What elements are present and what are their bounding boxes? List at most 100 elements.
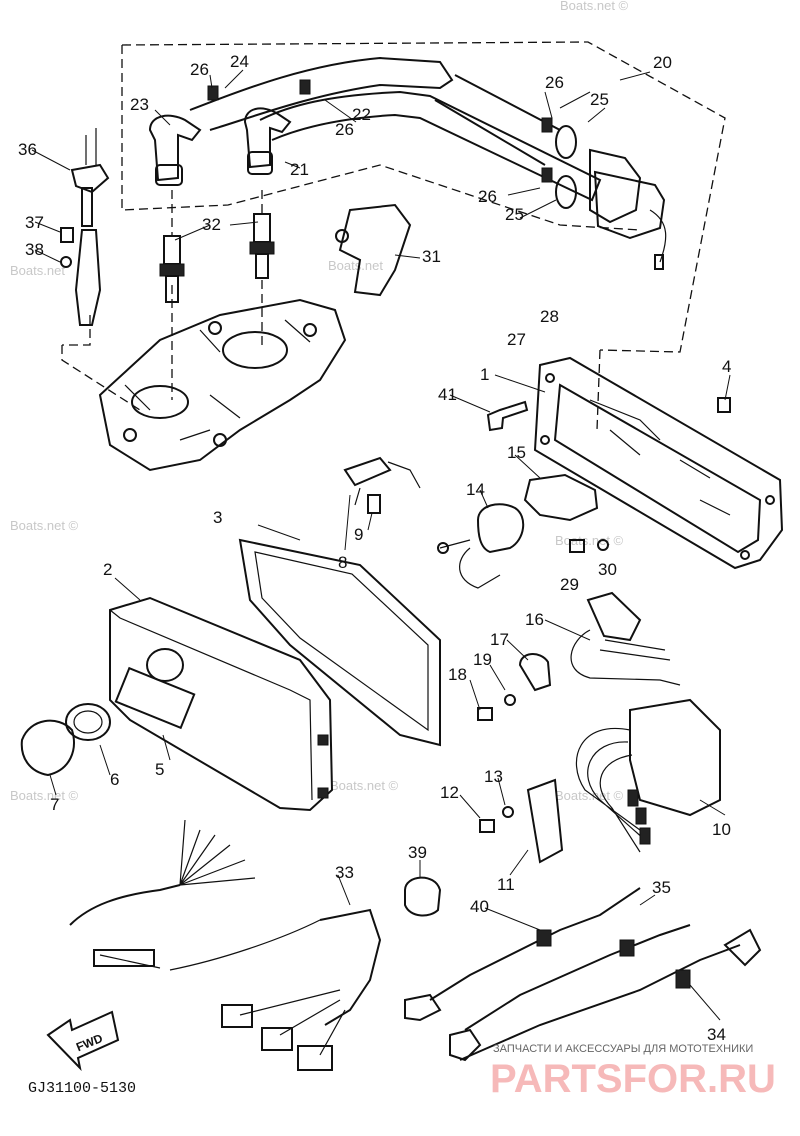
hose-22	[259, 90, 602, 202]
connector	[635, 807, 647, 825]
gasket-3-inner	[254, 551, 429, 732]
callout-label: 21	[290, 160, 309, 179]
spark-plugs-32	[159, 213, 275, 303]
combustion-chamber	[222, 331, 288, 369]
kit-boundary-20	[121, 41, 726, 353]
watermark: Boats.net ©	[10, 788, 79, 803]
relay-14-wire	[439, 539, 501, 589]
harness-branches	[179, 819, 256, 886]
screw-29	[569, 539, 585, 553]
clamp-39	[404, 876, 442, 917]
sensor-36	[70, 163, 110, 194]
cover-2	[109, 596, 334, 812]
cdi-unit-10	[629, 698, 721, 817]
cover-opening	[146, 648, 184, 682]
hose-24	[189, 56, 454, 131]
leader-lines	[31, 69, 731, 1021]
callout-label: 6	[110, 770, 119, 789]
watermark: Boats.net ©	[10, 518, 79, 533]
spark-plug-lead-assembly	[148, 56, 667, 270]
callout-label: 31	[422, 247, 441, 266]
callout-label: 27	[507, 330, 526, 349]
lead-34	[459, 944, 741, 1061]
box-hole	[765, 495, 775, 505]
spark-plug-thread	[165, 275, 179, 303]
coil-terminal	[654, 254, 664, 270]
clamp-26	[207, 85, 219, 101]
callout-label: 25	[590, 90, 609, 109]
brand-tagline: ЗАПЧАСТИ И АКСЕССУАРЫ ДЛЯ МОТОТЕХНИКИ	[493, 1043, 753, 1055]
bolt-hole	[123, 428, 137, 442]
cap	[449, 1028, 482, 1062]
callout-label: 2	[103, 560, 112, 579]
callout-label: 38	[25, 240, 44, 259]
screw-18	[477, 707, 493, 721]
callout-label: 37	[25, 213, 44, 232]
harness-loom	[319, 908, 382, 1026]
boundary-lead	[62, 315, 91, 346]
clamp-26	[541, 117, 553, 133]
callout-label: 14	[466, 480, 485, 499]
diagram-code: GJ31100-5130	[28, 1080, 136, 1097]
callout-label: 7	[50, 795, 59, 814]
plug-cap-23-boot	[155, 164, 183, 186]
callout-label: 10	[712, 820, 731, 839]
spark-plug-hex	[159, 263, 185, 277]
washer-19	[504, 694, 516, 706]
harness-plug	[93, 949, 155, 967]
box-hole	[540, 435, 550, 445]
cap-7	[20, 719, 75, 777]
boundary-lead	[61, 345, 141, 411]
switch-15	[523, 473, 599, 522]
sensor-16-wire	[570, 629, 681, 686]
head-fins	[124, 319, 311, 441]
cylinder-head	[98, 298, 347, 472]
cylinder-head-outline	[98, 298, 347, 472]
callout-label: 41	[438, 385, 457, 404]
ignition-coil	[589, 148, 642, 224]
callout-label: 26	[335, 120, 354, 139]
watermark: Boats.net	[328, 258, 383, 273]
terminal	[437, 542, 449, 554]
combustion-chamber	[131, 385, 189, 419]
callout-label: 24	[230, 52, 249, 71]
harness-lead	[99, 919, 321, 971]
watermark: Boats.net ©	[560, 0, 629, 13]
washer-38	[60, 256, 72, 268]
callout-label: 13	[484, 767, 503, 786]
washer-13	[502, 806, 514, 818]
cover-slot	[317, 787, 329, 799]
cdi-wires	[575, 727, 646, 853]
plug-cap-23	[148, 114, 202, 182]
seal-6-inner	[73, 710, 103, 734]
lead-boot	[675, 969, 691, 989]
spark-leads	[404, 887, 762, 1062]
lead-40	[429, 887, 641, 1001]
harness-connectors	[239, 989, 346, 1056]
clamp-26	[299, 79, 311, 95]
bolt-hole	[213, 433, 227, 447]
callout-label: 33	[335, 863, 354, 882]
bracket-11	[526, 778, 564, 864]
box-hole	[545, 373, 555, 383]
boundary-lead	[171, 190, 263, 400]
sensor-assembly	[60, 128, 110, 326]
box-frame	[553, 383, 762, 554]
harness-main	[69, 884, 181, 926]
terminal-9	[367, 494, 381, 514]
clip-17	[518, 653, 552, 692]
screw-12	[479, 819, 495, 833]
callout-label: 34	[707, 1025, 726, 1044]
callout-label: 35	[652, 878, 671, 897]
callout-label: 23	[130, 95, 149, 114]
callout-label: 36	[18, 140, 37, 159]
plug-cap-21-boot	[247, 151, 273, 175]
callout-label: 1	[480, 365, 489, 384]
box-hole	[740, 550, 750, 560]
screw-37	[60, 227, 74, 243]
callout-label: 28	[540, 307, 559, 326]
callout-label: 12	[440, 783, 459, 802]
callout-label: 29	[560, 575, 579, 594]
sensor-wire	[85, 128, 97, 165]
